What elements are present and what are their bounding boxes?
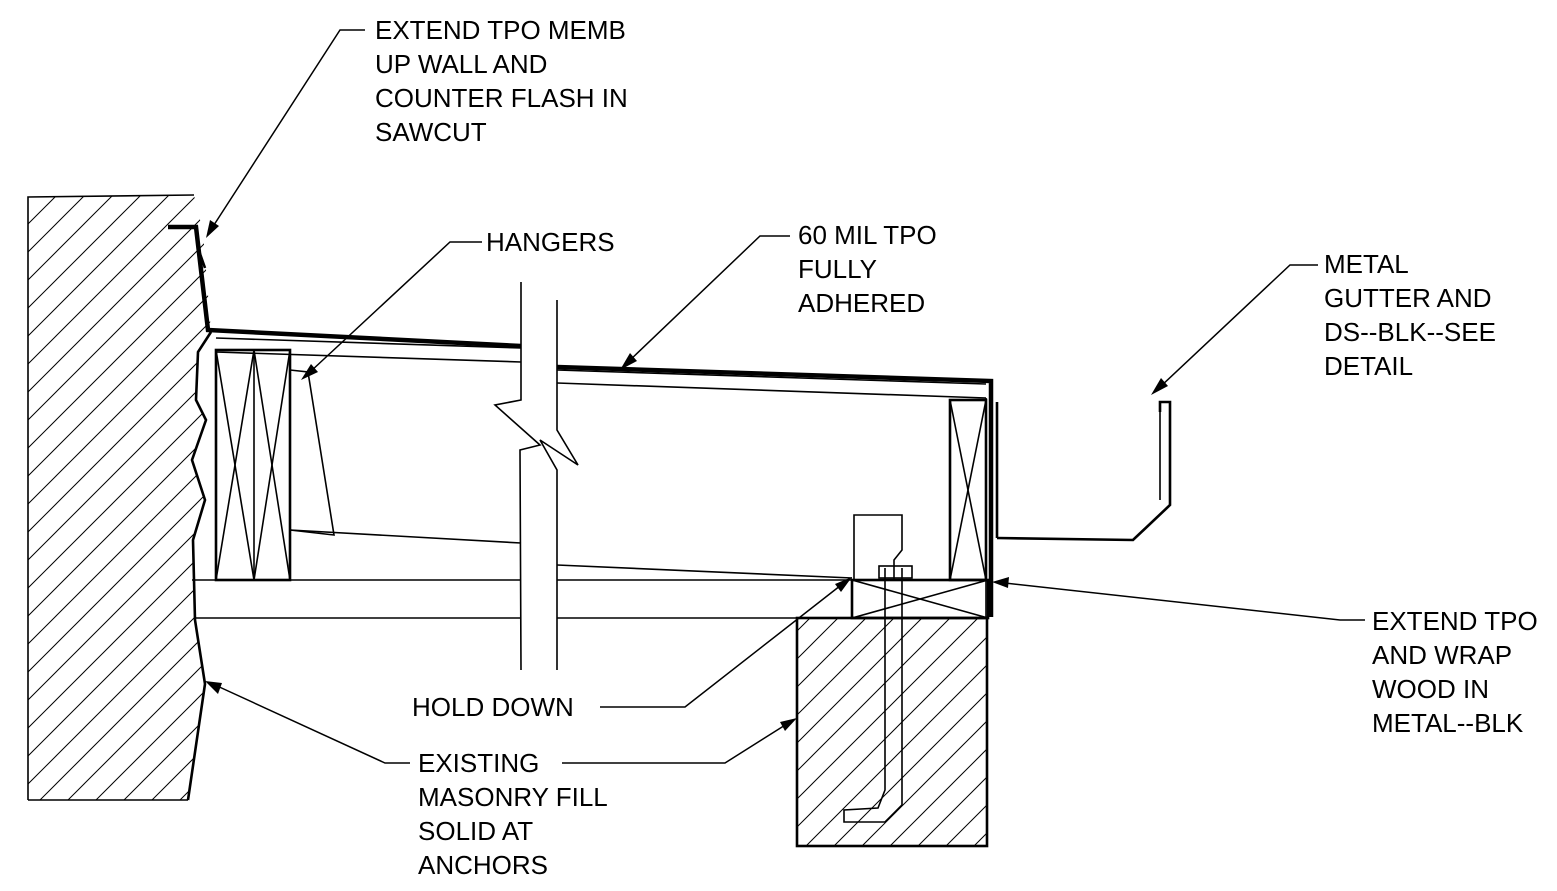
note-line: GUTTER AND bbox=[1324, 283, 1492, 313]
note-line: DETAIL bbox=[1324, 351, 1414, 381]
note-extend-tpo-wrap: EXTEND TPO AND WRAP WOOD IN METAL--BLK bbox=[1372, 604, 1538, 740]
counter-flashing bbox=[196, 247, 207, 269]
note-line: UP WALL AND bbox=[375, 49, 548, 79]
metal-gutter bbox=[995, 400, 1172, 542]
note-line: 60 MIL TPO bbox=[798, 220, 937, 250]
note-existing-masonry: EXISTING MASONRY FILL SOLID AT ANCHORS bbox=[418, 746, 608, 882]
note-line: DS--BLK--SEE bbox=[1324, 317, 1496, 347]
note-extend-tpo-memb: EXTEND TPO MEMB UP WALL AND COUNTER FLAS… bbox=[375, 13, 628, 149]
note-line: METAL bbox=[1324, 249, 1409, 279]
note-line: FULLY bbox=[798, 254, 877, 284]
leader-lines bbox=[205, 29, 1365, 764]
note-line: HOLD DOWN bbox=[412, 692, 574, 722]
joist-hanger bbox=[289, 369, 335, 536]
note-line: METAL--BLK bbox=[1372, 708, 1524, 738]
note-line: ADHERED bbox=[798, 288, 926, 318]
note-60-mil-tpo: 60 MIL TPO FULLY ADHERED bbox=[798, 218, 937, 320]
wood-ledger-wall bbox=[214, 348, 292, 582]
note-line: HANGERS bbox=[486, 227, 615, 257]
note-line: ANCHORS bbox=[418, 850, 549, 880]
note-line: COUNTER FLASH IN bbox=[375, 83, 628, 113]
note-line: EXTEND TPO bbox=[1372, 606, 1538, 636]
existing-masonry-wall bbox=[27, 194, 213, 801]
anchor-bolt bbox=[843, 565, 913, 823]
masonry-curb bbox=[795, 616, 989, 848]
note-line: EXTEND TPO MEMB bbox=[375, 15, 626, 45]
wood-blocking-fascia bbox=[948, 398, 988, 582]
note-hold-down: HOLD DOWN bbox=[412, 690, 574, 724]
hold-down-bracket bbox=[853, 514, 903, 580]
wood-nailer-curb bbox=[850, 578, 990, 620]
note-metal-gutter: METAL GUTTER AND DS--BLK--SEE DETAIL bbox=[1324, 247, 1496, 383]
note-hangers: HANGERS bbox=[486, 225, 615, 259]
tpo-membrane bbox=[168, 224, 994, 617]
note-line: AND WRAP bbox=[1372, 640, 1513, 670]
note-line: MASONRY FILL bbox=[418, 782, 608, 812]
break-line bbox=[493, 280, 579, 671]
note-line: SAWCUT bbox=[375, 117, 487, 147]
note-line: WOOD IN bbox=[1372, 674, 1489, 704]
roof-framing bbox=[192, 337, 987, 619]
note-line: EXISTING bbox=[418, 748, 540, 778]
note-line: SOLID AT bbox=[418, 816, 534, 846]
